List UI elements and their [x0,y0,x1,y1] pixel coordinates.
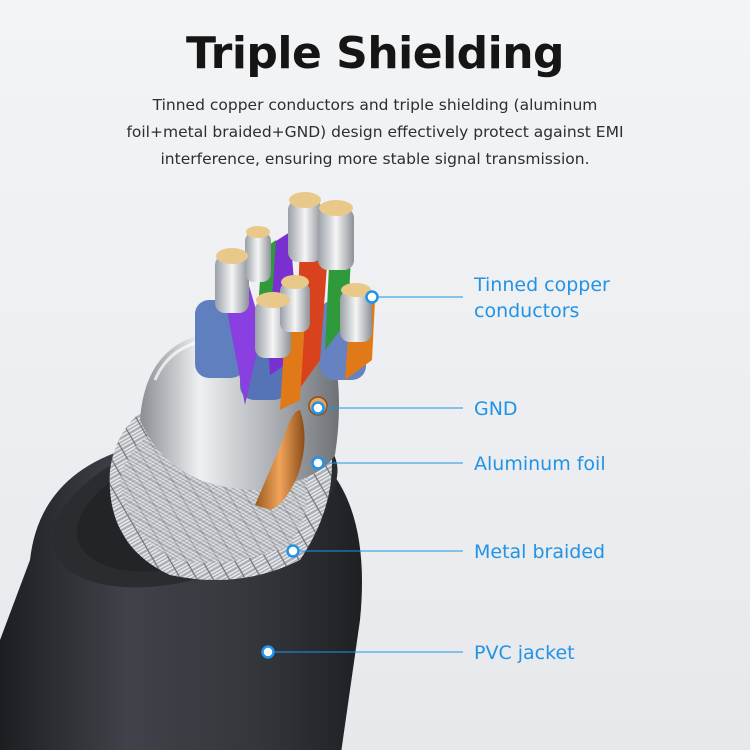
copper-strands [215,192,372,358]
callout-metal-braided: Metal braided [474,539,605,565]
callout-aluminum-foil: Aluminum foil [474,451,606,477]
callout-dot-metal-braided [286,544,300,558]
callout-label-line: Aluminum foil [474,453,606,475]
callout-pvc-jacket: PVC jacket [474,640,575,666]
callout-label-line: Tinned copper [474,274,610,296]
page-description: Tinned copper conductors and triple shie… [126,96,624,168]
callout-label-line: PVC jacket [474,642,575,664]
callout-dot-gnd [311,401,325,415]
callout-leaders [261,290,463,659]
callout-dot-pvc-jacket [261,645,275,659]
callout-gnd: GND [474,396,518,422]
page-title: Triple Shielding [185,28,565,79]
callout-label-line: GND [474,398,518,420]
callout-label-line: conductors [474,300,580,322]
callout-dot-aluminum-foil [311,456,325,470]
callout-tinned-copper: Tinned copper conductors [474,272,610,324]
callout-label-line: Metal braided [474,541,606,563]
callout-dot-tinned-copper [365,290,379,304]
